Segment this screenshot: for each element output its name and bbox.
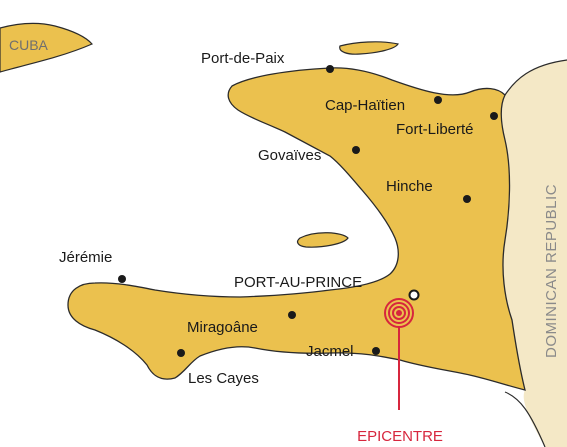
tortuga-island [339, 41, 399, 55]
city-label-hinche: Hinche [386, 178, 433, 195]
city-dot-les-cayes [177, 349, 185, 357]
city-label-port-de-paix: Port-de-Paix [201, 50, 285, 67]
city-dot-gonaives [352, 146, 360, 154]
city-label-fort-liberte: Fort-Liberté [396, 121, 474, 138]
capital-label: PORT-AU-PRINCE [234, 274, 362, 291]
gonave-island [296, 232, 349, 248]
city-label-miragoane: Miragoâne [187, 319, 258, 336]
city-label-jeremie: Jérémie [59, 249, 112, 266]
city-dot-cap-haitien [434, 96, 442, 104]
cuba-region [0, 22, 93, 73]
city-dot-fort-liberte [490, 112, 498, 120]
target-icon [384, 298, 414, 328]
dominican-republic-label: DOMINICAN REPUBLIC [543, 184, 560, 358]
dominican-republic-region [501, 60, 567, 447]
city-label-gonaives: Govaïves [258, 147, 321, 164]
dominican-republic-coast-south [504, 391, 546, 447]
city-dot-jacmel [372, 347, 380, 355]
city-dot-hinche [463, 195, 471, 203]
city-label-cap-haitien: Cap-Haïtien [325, 97, 405, 114]
city-dot-port-de-paix [326, 65, 334, 73]
city-label-jacmel: Jacmel [306, 343, 354, 360]
haiti-mainland [67, 67, 526, 391]
epicentre-label: EPICENTRE [357, 428, 443, 445]
city-dot-miragoane [288, 311, 296, 319]
city-dot-jeremie [118, 275, 126, 283]
open-circle-icon [408, 289, 420, 301]
dominican-republic-coast [504, 59, 567, 96]
cuba-label: CUBA [9, 37, 49, 53]
city-label-les-cayes: Les Cayes [188, 370, 259, 387]
